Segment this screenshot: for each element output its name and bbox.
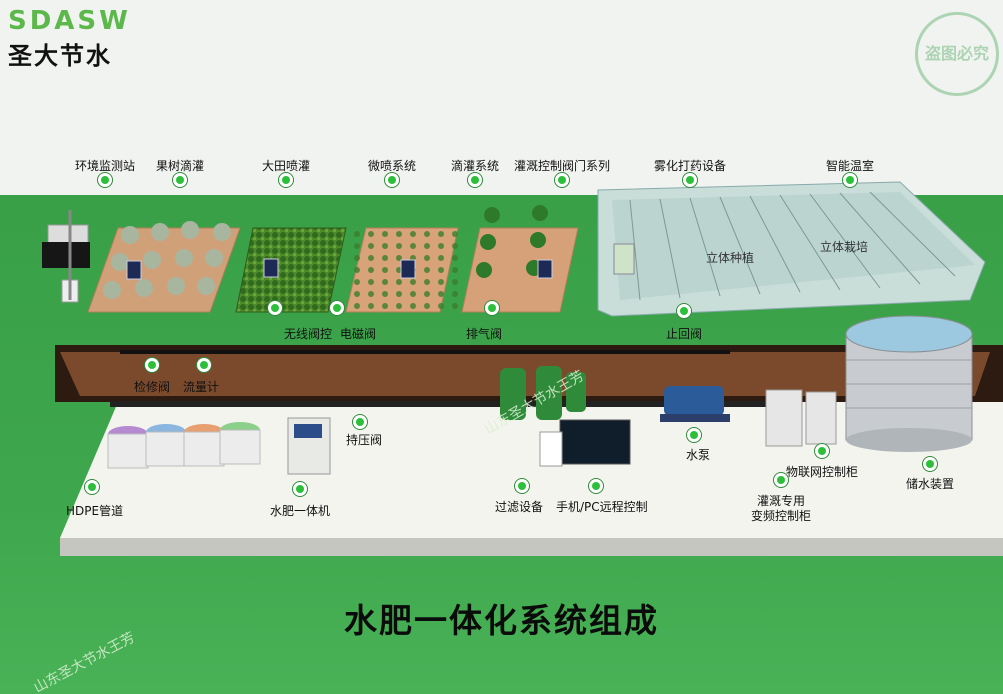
marker-iot-cabinet [815, 444, 829, 458]
marker-solenoid-valve [330, 301, 344, 315]
remote-device [539, 419, 631, 467]
label-greenhouse-inner-2: 立体栽培 [820, 240, 869, 254]
marker-remote [589, 479, 603, 493]
label-vfd-cabinet: 灌溉专用 变频控制柜 [750, 494, 812, 523]
label-repair-valve: 检修阀 [134, 380, 171, 394]
label-pressure-valve: 持压阀 [346, 433, 383, 447]
field-plot [235, 227, 347, 313]
brand-mark: SDASW [8, 6, 131, 36]
label-greenhouse: 智能温室 [825, 159, 875, 173]
label-check-valve: 止回阀 [666, 327, 703, 341]
brand-logo: SDASW 圣大节水 [8, 6, 131, 71]
label-storage: 储水装置 [906, 477, 955, 491]
marker-filter [515, 479, 529, 493]
label-greenhouse-inner-1: 立体种植 [706, 251, 755, 265]
label-orchard-drip: 果树滴灌 [155, 159, 205, 173]
marker-exhaust-valve [485, 301, 499, 315]
fertilizer-tanks [107, 422, 261, 469]
brand-name: 圣大节水 [8, 42, 112, 70]
label-exhaust-valve: 排气阀 [466, 327, 503, 341]
marker-orchard-drip [173, 173, 187, 187]
cabinets [765, 389, 837, 447]
marker-greenhouse [843, 173, 857, 187]
storage-tank [845, 315, 973, 452]
page-title: 水肥一体化系统组成 [344, 601, 659, 640]
marker-drip-system [468, 173, 482, 187]
label-env-station: 环境监测站 [74, 159, 136, 173]
label-micro-spray: 微喷系统 [367, 159, 417, 173]
label-field-spray: 大田喷灌 [261, 159, 311, 173]
label-flow-meter: 流量计 [183, 380, 220, 394]
label-wireless-valve: 无线阀控 [284, 327, 333, 341]
greenhouse-building [597, 181, 986, 317]
orchard-plot [87, 221, 241, 313]
marker-pressure-valve [353, 415, 367, 429]
marker-field-spray [279, 173, 293, 187]
marker-mist-device [683, 173, 697, 187]
label-hdpe-pipe: HDPE管道 [66, 504, 124, 518]
copyright-seal: 盗图必究 [915, 12, 999, 96]
marker-vfd-cabinet [774, 473, 788, 487]
marker-storage [923, 457, 937, 471]
marker-hdpe-pipe [85, 480, 99, 494]
marker-valve-series [555, 173, 569, 187]
label-drip-system: 滴灌系统 [450, 159, 500, 173]
env-station-device [42, 210, 90, 303]
pump-device [660, 386, 730, 422]
marker-env-station [98, 173, 112, 187]
filter-device [500, 366, 586, 420]
label-fert-machine: 水肥一体机 [270, 504, 331, 518]
marker-repair-valve [145, 358, 159, 372]
label-remote: 手机/PC远程控制 [556, 500, 648, 514]
label-filter: 过滤设备 [495, 500, 544, 514]
label-solenoid-valve: 电磁阀 [340, 327, 377, 341]
label-pump: 水泵 [686, 448, 711, 462]
drip-plot [461, 205, 579, 313]
marker-fert-machine [293, 482, 307, 496]
label-iot-cabinet: 物联网控制柜 [786, 465, 859, 479]
marker-check-valve [677, 304, 691, 318]
fert-machine-device [287, 417, 331, 475]
label-valve-series: 灌溉控制阀门系列 [513, 159, 611, 173]
label-mist-device: 雾化打药设备 [653, 159, 727, 173]
marker-micro-spray [385, 173, 399, 187]
marker-pump [687, 428, 701, 442]
marker-flow-meter [197, 358, 211, 372]
background-sky [0, 0, 1003, 205]
marker-wireless-valve [268, 301, 282, 315]
